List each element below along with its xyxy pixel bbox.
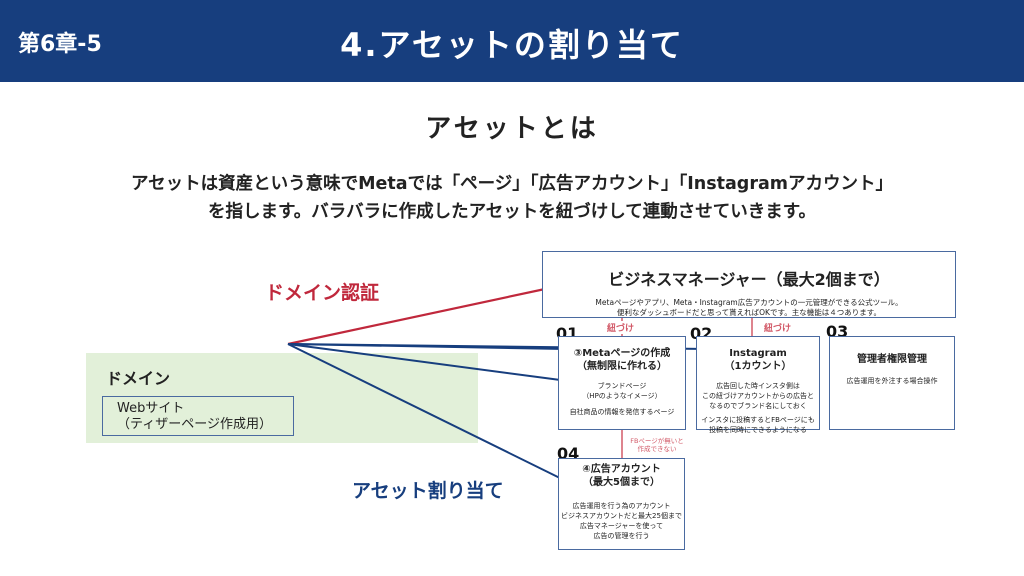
domain-label: ドメイン bbox=[106, 369, 171, 388]
domain-auth-label: ドメイン認証 bbox=[265, 282, 380, 304]
website-label: Webサイト bbox=[117, 401, 185, 416]
asset-assign-label: アセット割り当て bbox=[352, 480, 504, 502]
header-bar: 第6章-5 4.アセットの割り当て bbox=[0, 0, 1024, 82]
card-title: ③Metaページの作成 （無制限に作れる） bbox=[573, 348, 671, 372]
card-desc: 広告回した時インスタ側は この紐づけアカウントからの広告と なるのでブランド名に… bbox=[701, 382, 815, 434]
slide-title: 4.アセットの割り当て bbox=[340, 26, 684, 64]
website-box: Webサイト （ティザーページ作成用） bbox=[102, 396, 294, 436]
card-title: Instagram （1カウント） bbox=[724, 348, 792, 372]
business-manager-box: ビジネスマネージャー（最大2個まで） Metaページやアプリ、Meta・Inst… bbox=[542, 251, 956, 318]
section-heading: アセットとは bbox=[425, 114, 599, 144]
instagram-card: Instagram （1カウント） 広告回した時インスタ側は この紐づけアカウン… bbox=[696, 336, 820, 434]
meta-page-card: ③Metaページの作成 （無制限に作れる） ブランドページ （HPのようなイメー… bbox=[558, 336, 686, 430]
admin-permission-card: 管理者権限管理 広告運用を外注する場合操作 bbox=[829, 336, 955, 430]
connector-domain-to-bm bbox=[287, 287, 546, 346]
business-manager-title: ビジネスマネージャー（最大2個まで） bbox=[608, 270, 890, 289]
link-tag-2: 紐づけ bbox=[762, 321, 794, 334]
business-manager-desc: Metaページやアプリ、Meta・Instagram広告アカウントの一元管理がで… bbox=[595, 298, 903, 317]
card-title: ④広告アカウント （最大5個まで） bbox=[582, 464, 661, 488]
card-title: 管理者権限管理 bbox=[857, 354, 927, 365]
connector-domain-to-ad-account bbox=[287, 343, 569, 483]
fb-page-note: FBページが無いと 作成できない bbox=[627, 437, 687, 453]
chapter-label: 第6章-5 bbox=[18, 32, 102, 57]
connector-domain-to-meta-page-a bbox=[287, 343, 567, 350]
website-sub-label: （ティザーページ作成用） bbox=[117, 417, 272, 432]
card-desc: 広告運用を行う為のアカウント ビジネスアカウントだと最大25個まで 広告マネージ… bbox=[561, 502, 682, 540]
description-line-2: を指します。バラバラに作成したアセットを紐づけして連動させていきます。 bbox=[208, 202, 816, 222]
description-line-1: アセットは資産という意味でMetaでは「ページ」「広告アカウント」「Instag… bbox=[130, 174, 894, 194]
card-desc: 広告運用を外注する場合操作 bbox=[846, 377, 938, 385]
ad-account-card: ④広告アカウント （最大5個まで） 広告運用を行う為のアカウント ビジネスアカウ… bbox=[558, 458, 685, 550]
link-tag-1: 紐づけ bbox=[605, 321, 637, 334]
connector-domain-to-meta-page-b bbox=[287, 343, 569, 382]
card-desc: ブランドページ （HPのようなイメージ） 自社商品の情報を発信するページ bbox=[569, 382, 675, 416]
